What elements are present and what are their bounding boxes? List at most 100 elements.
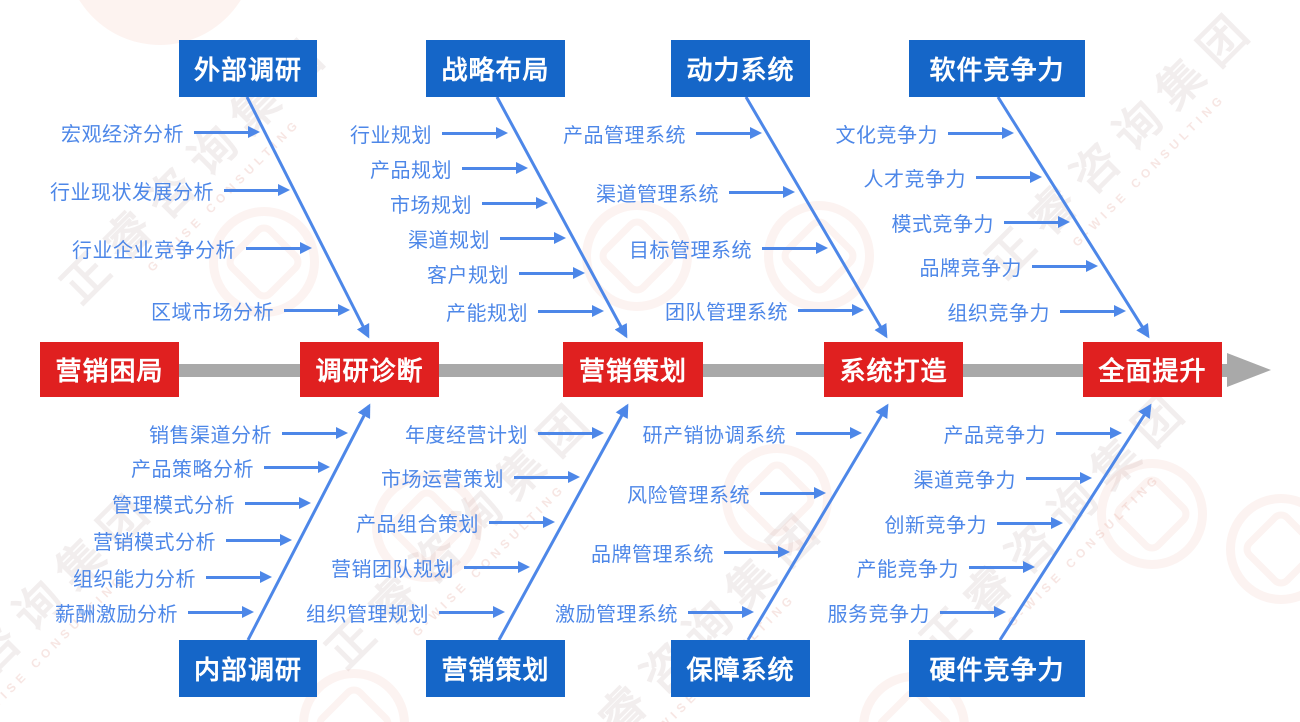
- branch-item: 产品管理系统: [563, 119, 762, 147]
- arrow-right-icon: [538, 304, 604, 318]
- branch-item: 产能规划: [446, 297, 604, 325]
- spine-node-3: 营销策划: [563, 342, 703, 397]
- arrow-right-icon: [206, 570, 272, 584]
- branch-item: 客户规划: [427, 259, 585, 287]
- spine-node-2: 调研诊断: [300, 342, 439, 397]
- arrow-right-icon: [940, 605, 1006, 619]
- branch-line: [996, 96, 1150, 339]
- arrow-right-icon: [1060, 304, 1126, 318]
- arrow-right-icon: [482, 196, 548, 210]
- arrow-right-icon: [224, 183, 290, 197]
- branch-line: [246, 403, 371, 641]
- arrow-right-icon: [760, 486, 826, 500]
- arrow-right-icon: [969, 560, 1035, 574]
- arrow-right-icon: [464, 560, 530, 574]
- branch-item: 品牌竞争力: [920, 252, 1098, 280]
- branch-item: 服务竞争力: [828, 598, 1006, 626]
- arrow-right-icon: [519, 266, 585, 280]
- branch-item: 薪酬激励分析: [55, 598, 254, 626]
- category-box-bottom-3: 保障系统: [671, 640, 810, 697]
- branch-line: [998, 403, 1152, 641]
- branch-item: 组织能力分析: [73, 563, 272, 591]
- category-box-bottom-2: 营销策划: [426, 640, 565, 697]
- arrow-right-icon: [729, 185, 795, 199]
- branch-item: 目标管理系统: [629, 234, 828, 262]
- category-box-top-1: 外部调研: [179, 40, 317, 97]
- arrow-right-icon: [1004, 215, 1070, 229]
- category-box-bottom-1: 内部调研: [179, 640, 317, 697]
- arrow-right-icon: [442, 126, 508, 140]
- branch-item: 风险管理系统: [627, 479, 826, 507]
- branch-item: 宏观经济分析: [61, 118, 260, 146]
- category-box-top-3: 动力系统: [671, 40, 810, 97]
- arrow-right-icon: [798, 303, 864, 317]
- arrow-right-icon: [976, 170, 1042, 184]
- arrow-right-icon: [1026, 471, 1092, 485]
- branch-item: 市场运营策划: [381, 463, 580, 491]
- arrow-right-icon: [245, 496, 311, 510]
- spine-node-1: 营销困局: [40, 342, 179, 397]
- spine-node-4: 系统打造: [824, 342, 963, 397]
- arrow-right-icon: [514, 470, 580, 484]
- branch-item: 行业现状发展分析: [50, 176, 290, 204]
- branch-item: 研产销协调系统: [643, 419, 862, 447]
- branch-item: 渠道规划: [408, 224, 566, 252]
- branch-item: 创新竞争力: [885, 509, 1063, 537]
- branch-item: 管理模式分析: [112, 489, 311, 517]
- arrow-right-icon: [538, 426, 604, 440]
- arrow-right-icon: [796, 426, 862, 440]
- branch-item: 年度经营计划: [405, 419, 604, 447]
- arrow-right-icon: [462, 161, 528, 175]
- branch-item: 产品竞争力: [944, 419, 1122, 447]
- arrow-right-icon: [948, 126, 1014, 140]
- branch-line: [744, 96, 888, 339]
- spine-arrowhead-icon: [1227, 353, 1271, 387]
- arrow-right-icon: [246, 241, 312, 255]
- arrow-right-icon: [1032, 259, 1098, 273]
- branch-line: [746, 403, 889, 641]
- arrow-right-icon: [500, 231, 566, 245]
- arrow-right-icon: [284, 303, 350, 317]
- branch-line: [497, 403, 629, 641]
- branch-item: 营销团队规划: [331, 553, 530, 581]
- arrow-right-icon: [282, 426, 348, 440]
- branch-item: 产品组合策划: [356, 508, 555, 536]
- branch-item: 组织管理规划: [306, 598, 505, 626]
- arrow-right-icon: [1056, 426, 1122, 440]
- category-box-bottom-4: 硬件竞争力: [909, 640, 1085, 697]
- arrow-right-icon: [696, 126, 762, 140]
- spine-node-5: 全面提升: [1083, 342, 1222, 397]
- category-box-top-4: 软件竞争力: [909, 40, 1085, 97]
- arrow-right-icon: [439, 605, 505, 619]
- arrow-right-icon: [194, 125, 260, 139]
- arrow-right-icon: [724, 545, 790, 559]
- branch-item: 品牌管理系统: [591, 538, 790, 566]
- branch-item: 产品策略分析: [131, 453, 330, 481]
- arrow-right-icon: [688, 605, 754, 619]
- arrow-right-icon: [997, 516, 1063, 530]
- branch-item: 营销模式分析: [93, 526, 292, 554]
- branch-item: 产能竞争力: [857, 553, 1035, 581]
- branch-item: 团队管理系统: [665, 296, 864, 324]
- branch-item: 行业规划: [350, 119, 508, 147]
- branch-item: 渠道管理系统: [596, 178, 795, 206]
- branch-item: 文化竞争力: [836, 119, 1014, 147]
- arrow-right-icon: [264, 460, 330, 474]
- branch-item: 产品规划: [370, 154, 528, 182]
- branch-item: 渠道竞争力: [914, 464, 1092, 492]
- branch-item: 区域市场分析: [151, 296, 350, 324]
- category-box-top-2: 战略布局: [426, 40, 565, 97]
- arrow-right-icon: [226, 533, 292, 547]
- branch-item: 销售渠道分析: [149, 419, 348, 447]
- branch-item: 模式竞争力: [892, 208, 1070, 236]
- branch-line: [495, 96, 628, 339]
- branch-item: 人才竞争力: [864, 163, 1042, 191]
- branch-item: 市场规划: [390, 189, 548, 217]
- arrow-right-icon: [188, 605, 254, 619]
- branch-line: [245, 96, 370, 339]
- arrow-right-icon: [762, 241, 828, 255]
- branch-item: 组织竞争力: [948, 297, 1126, 325]
- arrow-right-icon: [489, 515, 555, 529]
- branch-item: 行业企业竞争分析: [72, 234, 312, 262]
